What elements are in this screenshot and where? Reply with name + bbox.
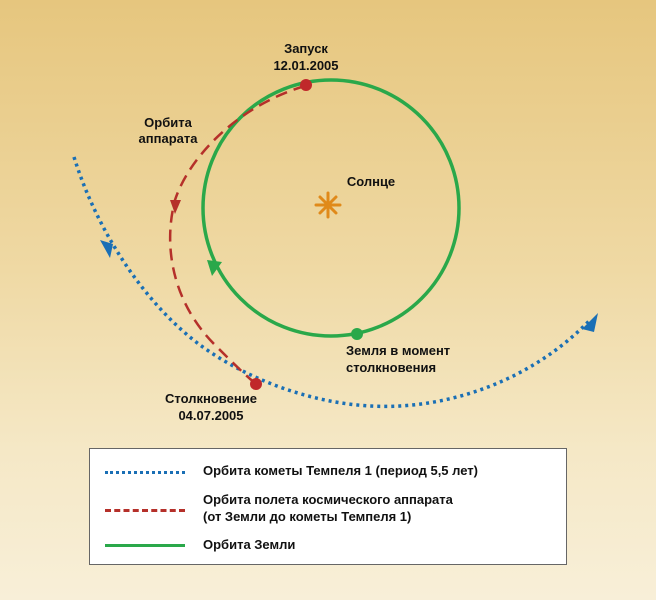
- legend-label-earth: Орбита Земли: [203, 537, 296, 552]
- probe-orbit-label-2: аппарата: [139, 131, 199, 146]
- comet-arrow-right: [582, 313, 598, 332]
- probe-arrow: [170, 200, 181, 214]
- legend-label-probe-1: Орбита полета космического аппарата: [203, 492, 453, 507]
- legend-label-comet: Орбита кометы Темпеля 1 (период 5,5 лет): [203, 463, 478, 478]
- legend-sample-probe: [105, 509, 185, 512]
- impact-date: 04.07.2005: [178, 408, 243, 423]
- earth-orbit-arrow: [207, 260, 222, 276]
- earth-at-impact-marker: [351, 328, 363, 340]
- impact-marker: [250, 378, 262, 390]
- legend-sample-earth: [105, 544, 185, 547]
- earth-at-impact-label-1: Земля в момент: [346, 343, 450, 358]
- comet-orbit: [72, 156, 592, 409]
- impact-title: Столкновение: [165, 391, 257, 406]
- probe-orbit-label-1: Орбита: [144, 115, 192, 130]
- earth-at-impact-label-2: столкновения: [346, 360, 436, 375]
- comet-arrow-left: [100, 240, 113, 258]
- earth-orbit: [201, 78, 461, 338]
- launch-title: Запуск: [284, 41, 328, 56]
- sun-icon: [314, 191, 342, 219]
- launch-date: 12.01.2005: [273, 58, 338, 73]
- sun-label: Солнце: [347, 174, 395, 189]
- probe-trajectory: [168, 84, 306, 385]
- launch-marker: [300, 79, 312, 91]
- legend-sample-comet: [105, 471, 185, 474]
- legend-label-probe-2: (от Земли до кометы Темпеля 1): [203, 509, 412, 524]
- legend: Орбита кометы Темпеля 1 (период 5,5 лет)…: [89, 448, 567, 565]
